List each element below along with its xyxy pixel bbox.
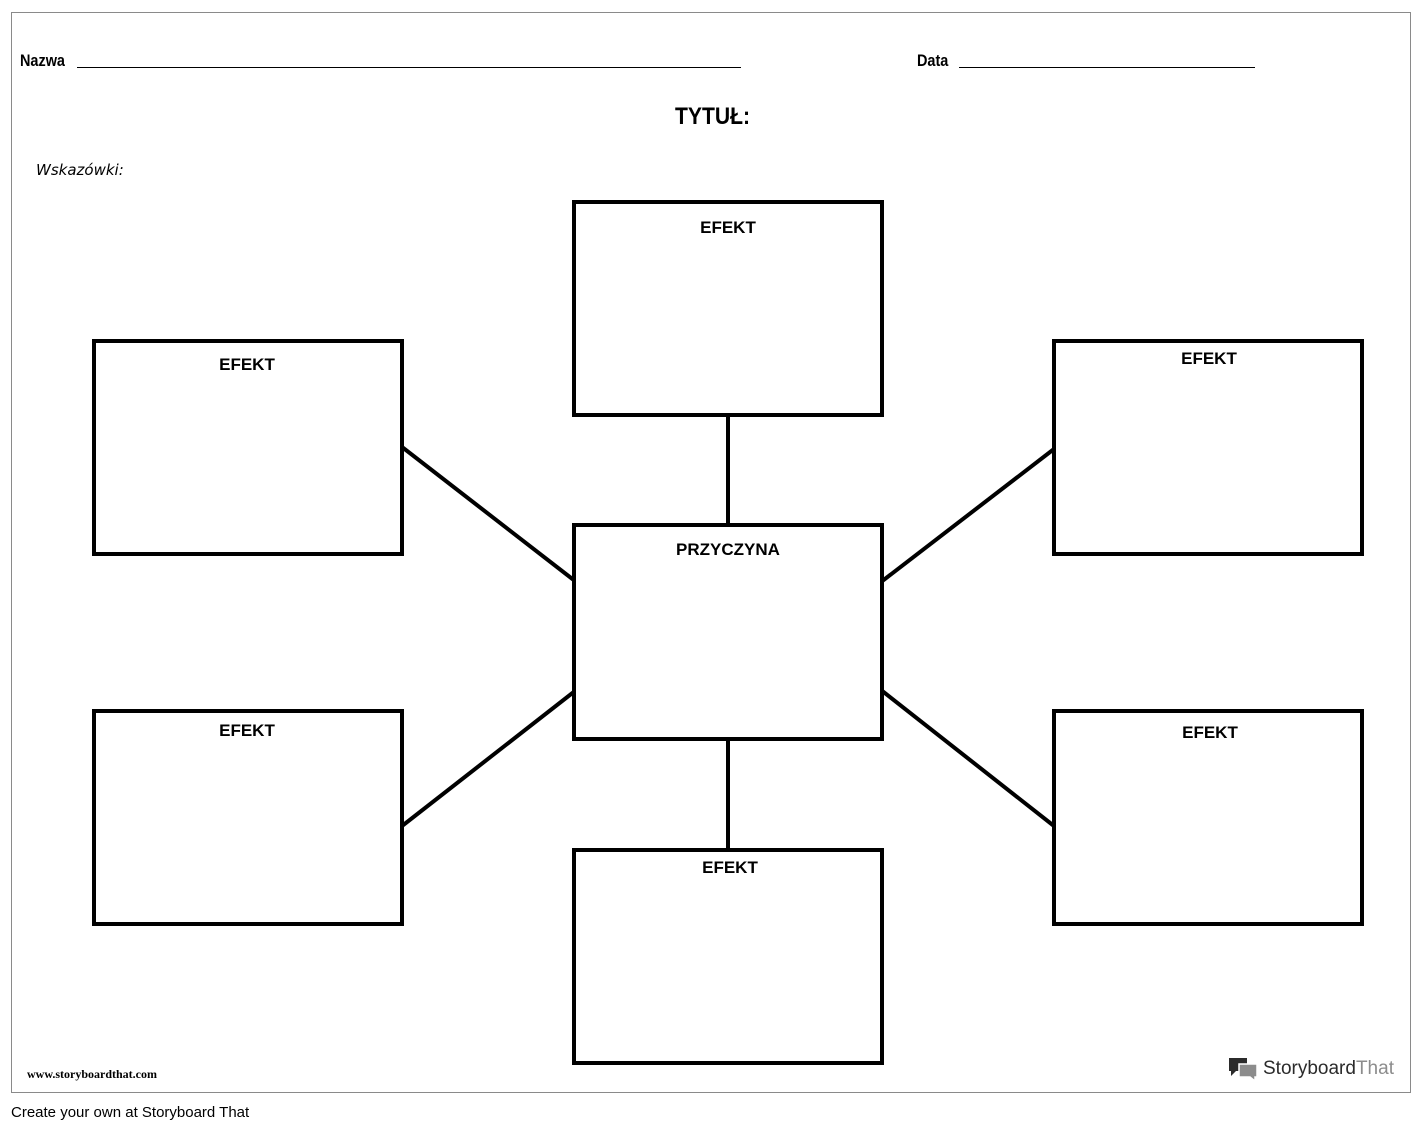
effect-box-top-right-label: EFEKT [1181, 349, 1237, 368]
date-field-line[interactable] [959, 67, 1255, 68]
name-label: Nazwa [20, 51, 65, 70]
effect-box-top-right[interactable]: EFEKT [1052, 339, 1364, 556]
effect-box-top[interactable]: EFEKT [572, 200, 884, 417]
effect-box-bottom-right[interactable]: EFEKT [1052, 709, 1364, 926]
speech-bubbles-icon [1229, 1058, 1258, 1082]
effect-box-top-label: EFEKT [700, 218, 756, 237]
effect-box-bottom-left-label: EFEKT [219, 721, 275, 740]
effect-box-top-left-label: EFEKT [219, 355, 275, 374]
connector-bottom-left [400, 689, 577, 828]
connector-top-left [400, 445, 577, 583]
cause-box-center[interactable]: PRZYCZYNA [572, 523, 884, 741]
effect-box-bottom-frame [572, 848, 884, 1065]
worksheet-title: TYTUŁ: [674, 103, 751, 130]
effect-box-top-left-frame [92, 339, 404, 556]
connectors [400, 415, 1056, 850]
brand-name-storyboard: Storyboard [1263, 1058, 1356, 1079]
name-field-line[interactable] [77, 67, 741, 68]
effect-box-top-frame [572, 200, 884, 417]
effect-box-bottom[interactable]: EFEKT [572, 848, 884, 1065]
effect-box-bottom-label: EFEKT [702, 858, 758, 877]
date-label: Data [917, 51, 949, 70]
connector-bottom-right [879, 688, 1056, 828]
connector-top-right [879, 447, 1056, 584]
effect-box-bottom-left-frame [92, 709, 404, 926]
effect-box-bottom-left[interactable]: EFEKT [92, 709, 404, 926]
footer-credit-link[interactable]: Create your own at Storyboard That [11, 1104, 250, 1121]
effect-box-top-left[interactable]: EFEKT [92, 339, 404, 556]
effect-box-bottom-right-frame [1052, 709, 1364, 926]
effect-box-top-right-frame [1052, 339, 1364, 556]
hints-label: Wskazówki: [36, 161, 124, 179]
site-url-text: www.storyboardthat.com [27, 1067, 157, 1081]
brand-name-that: That [1355, 1058, 1394, 1079]
cause-box-center-label: PRZYCZYNA [676, 540, 780, 559]
cause-box-center-frame [572, 523, 884, 741]
effect-box-bottom-right-label: EFEKT [1182, 723, 1238, 742]
